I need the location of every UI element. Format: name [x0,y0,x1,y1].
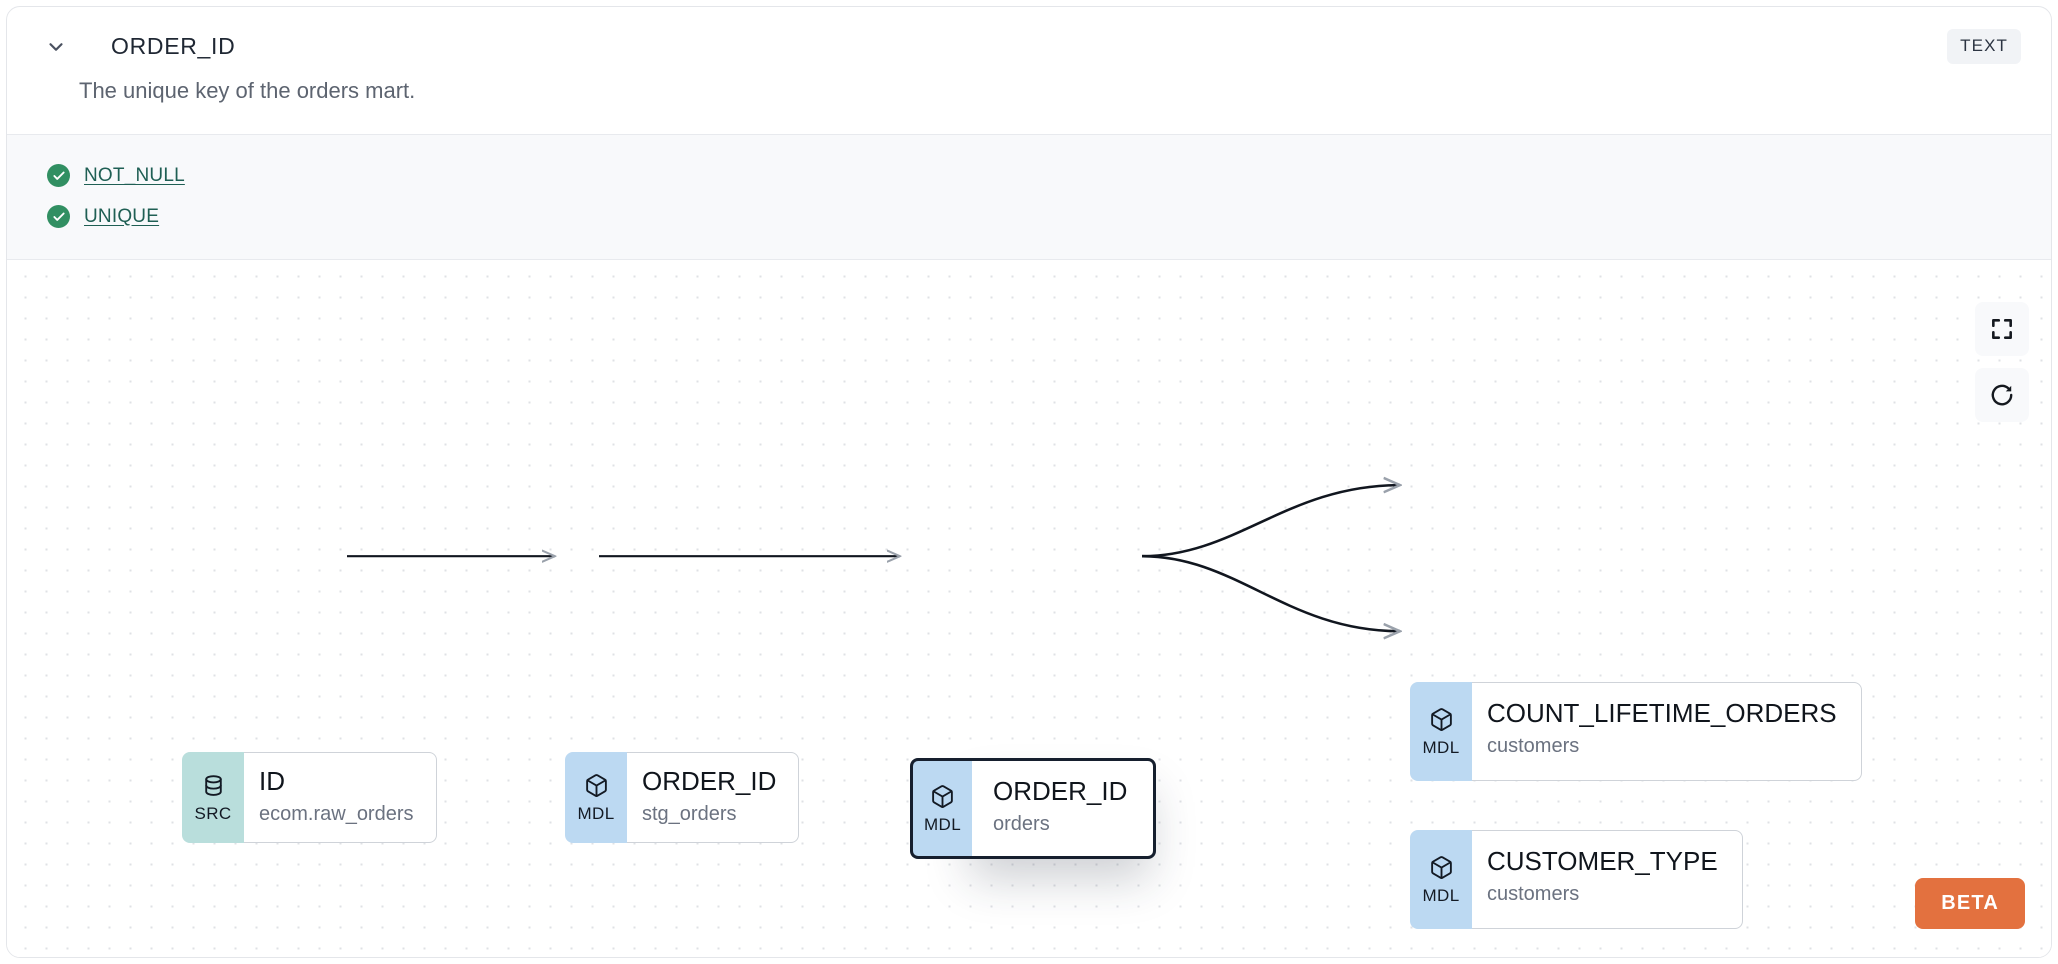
node-body: COUNT_LIFETIME_ORDERS customers [1464,682,1862,781]
node-table-name: stg_orders [642,802,737,825]
edge-orders-count [1141,485,1400,558]
node-badge-label: MDL [1422,885,1460,905]
node-badge-label: MDL [1422,737,1460,757]
test-row: UNIQUE [7,196,2051,237]
check-circle-icon [47,205,70,228]
edge-orders-customer-type [1141,554,1400,631]
node-badge-src: SRC [182,752,244,843]
node-badge-mdl: MDL [910,758,972,859]
lineage-node-customer-type[interactable]: MDL CUSTOMER_TYPE customers [1410,830,1743,929]
cube-icon [930,784,955,814]
node-badge-mdl: MDL [1410,830,1472,929]
node-badge-label: SRC [194,803,232,823]
node-table-name: customers [1487,882,1580,905]
node-body: ORDER_ID stg_orders [619,752,800,843]
column-detail-card: ORDER_ID TEXT The unique key of the orde… [6,6,2052,958]
canvas-controls [1975,302,2029,422]
node-badge-label: MDL [923,814,962,834]
node-column-name: ORDER_ID [642,766,777,796]
refresh-icon [1991,384,2013,406]
lineage-canvas[interactable]: SRC ID ecom.raw_orders MDL ORDE [7,260,2051,957]
node-table-name: ecom.raw_orders [259,802,414,825]
card-header: ORDER_ID TEXT The unique key of the orde… [7,7,2051,112]
test-link-not-null[interactable]: NOT_NULL [84,164,185,186]
node-column-name: COUNT_LIFETIME_ORDERS [1487,698,1837,728]
node-badge-mdl: MDL [565,752,627,843]
test-row: NOT_NULL [7,155,2051,196]
page-title: ORDER_ID [111,33,236,59]
node-body: ORDER_ID orders [964,758,1157,859]
cube-icon [584,773,609,803]
node-table-name: customers [1487,734,1580,757]
beta-badge[interactable]: BETA [1915,878,2025,929]
lineage-node-src[interactable]: SRC ID ecom.raw_orders [182,752,437,843]
node-badge-label: MDL [577,803,615,823]
refresh-button[interactable] [1975,368,2029,422]
check-circle-icon [47,164,70,187]
node-column-name: ORDER_ID [993,776,1128,806]
node-column-name: CUSTOMER_TYPE [1487,846,1718,876]
chevron-down-icon[interactable] [43,34,69,60]
lineage-node-count-lifetime-orders[interactable]: MDL COUNT_LIFETIME_ORDERS customers [1410,682,1862,781]
cube-icon [1429,707,1454,737]
fit-view-button[interactable] [1975,302,2029,356]
database-icon [201,773,226,803]
node-body: CUSTOMER_TYPE customers [1464,830,1743,929]
lineage-node-orders[interactable]: MDL ORDER_ID orders [910,758,1157,859]
lineage-node-stg-orders[interactable]: MDL ORDER_ID stg_orders [565,752,800,843]
node-badge-mdl: MDL [1410,682,1472,781]
tests-section: NOT_NULL UNIQUE [7,134,2051,260]
node-table-name: orders [993,812,1050,835]
node-column-name: ID [259,766,285,796]
column-description: The unique key of the orders mart. [79,78,416,103]
cube-icon [1429,855,1454,885]
column-type-badge: TEXT [1947,29,2021,64]
test-link-unique[interactable]: UNIQUE [84,205,160,227]
fullscreen-icon [1992,319,2012,339]
node-body: ID ecom.raw_orders [236,752,437,843]
